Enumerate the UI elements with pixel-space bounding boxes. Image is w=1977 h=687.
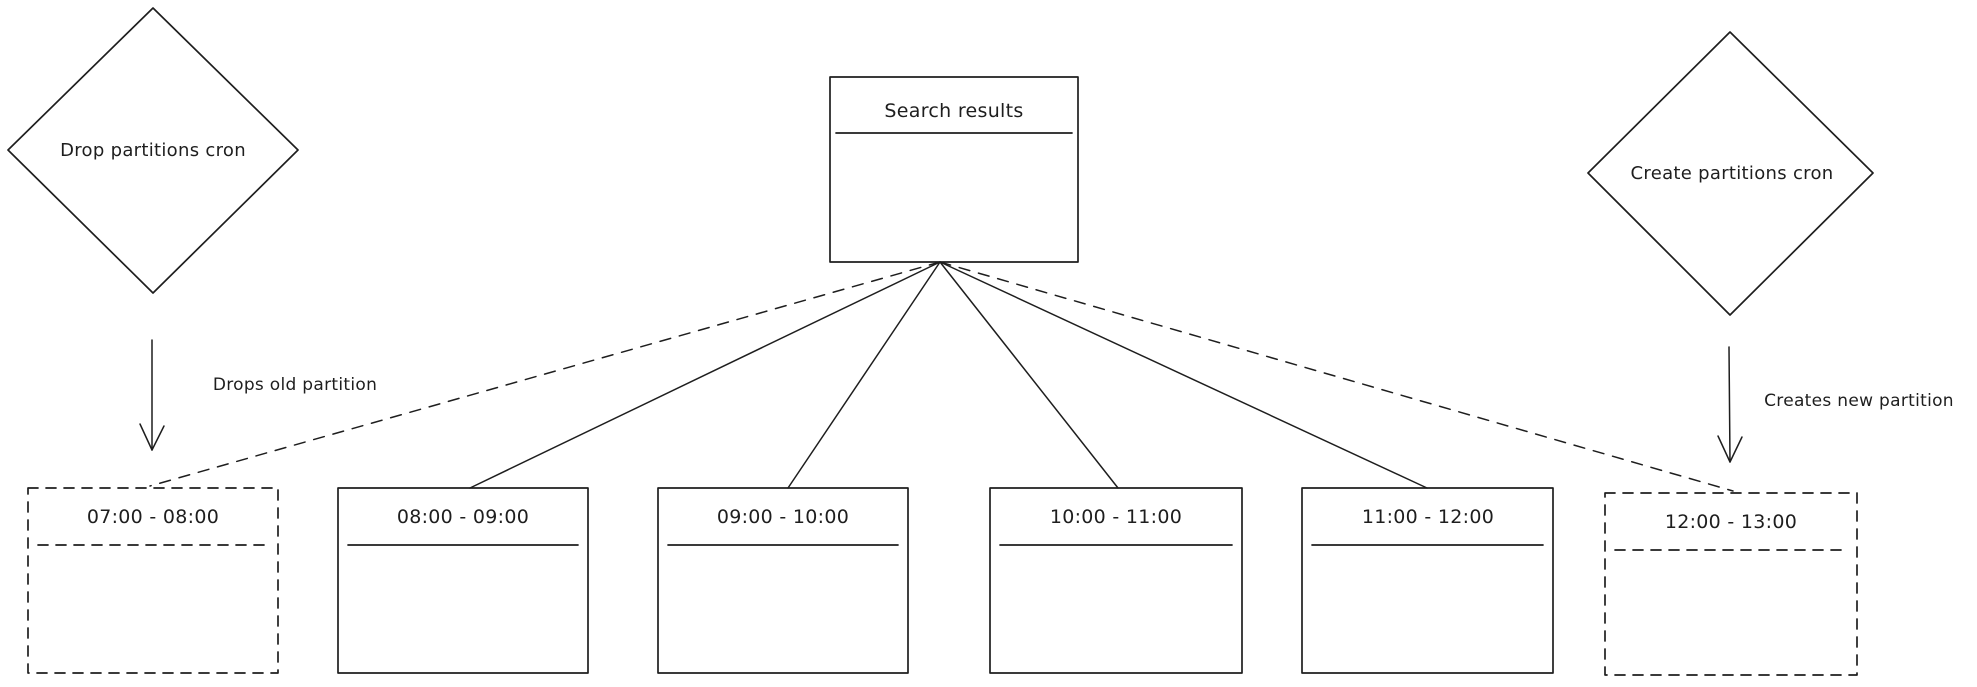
arrow-shaft — [1728, 346, 1731, 463]
arrow-head — [1717, 435, 1743, 463]
drop-partitions-cron-diamond: Drop partitions cron — [7, 7, 299, 294]
create-partitions-cron-diamond: Create partitions cron — [1587, 31, 1874, 316]
connector-search-to-1000 — [939, 261, 1119, 489]
drops-old-partition-label: Drops old partition — [213, 375, 377, 395]
partition-box-0900-1000: 09:00 - 10:00 — [657, 487, 909, 674]
drops-old-partition-arrow: Drops old partition — [139, 339, 377, 451]
partition-box-0800-0900: 08:00 - 09:00 — [337, 487, 589, 674]
creates-new-partition-arrow: Creates new partition — [1717, 346, 1954, 463]
search-connectors — [149, 261, 1734, 492]
connector-search-to-0900 — [787, 261, 941, 489]
partition-box-1200-1300: 12:00 - 13:00 — [1604, 492, 1858, 676]
entity-border-dashed — [27, 487, 279, 674]
partition-title: 11:00 - 12:00 — [1362, 506, 1494, 528]
arrow-head — [139, 423, 165, 451]
entity-border — [337, 487, 589, 674]
partition-title: 10:00 - 11:00 — [1050, 506, 1182, 528]
entity-border — [829, 76, 1079, 263]
diamond-shape — [1587, 31, 1874, 316]
connector-search-to-0800 — [469, 261, 941, 489]
partition-box-1000-1100: 10:00 - 11:00 — [989, 487, 1243, 674]
diamond-shape — [7, 7, 299, 294]
create-partitions-cron-label: Create partitions cron — [1631, 163, 1834, 184]
partition-box-0700-0800: 07:00 - 08:00 — [27, 487, 279, 674]
search-results-title: Search results — [884, 100, 1023, 122]
entity-border — [1301, 487, 1554, 674]
partition-title: 07:00 - 08:00 — [87, 506, 219, 528]
connector-search-to-0700-dashed — [149, 261, 941, 487]
partition-title: 09:00 - 10:00 — [717, 506, 849, 528]
entity-border — [989, 487, 1243, 674]
entity-border-dashed — [1604, 492, 1858, 676]
creates-new-partition-label: Creates new partition — [1764, 391, 1954, 411]
entity-border — [657, 487, 909, 674]
search-results-box: Search results — [829, 76, 1079, 263]
drop-partitions-cron-label: Drop partitions cron — [60, 140, 246, 161]
partition-title: 12:00 - 13:00 — [1665, 511, 1797, 533]
connector-search-to-1200-dashed — [939, 261, 1734, 492]
connector-search-to-1100 — [939, 261, 1428, 489]
partition-title: 08:00 - 09:00 — [397, 506, 529, 528]
partition-box-1100-1200: 11:00 - 12:00 — [1301, 487, 1554, 674]
